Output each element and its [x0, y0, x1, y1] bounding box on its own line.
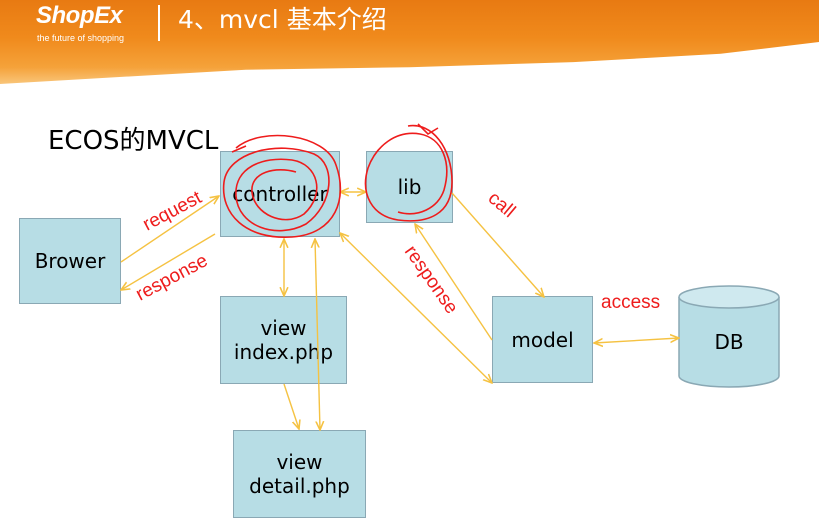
controller-tick: [231, 145, 247, 153]
diagram-heading: ECOS的MVCL: [48, 126, 219, 156]
arrow-view-index-to-view-detail: [283, 383, 299, 429]
lib-node: lib: [366, 151, 453, 223]
arrow-model-db: [594, 338, 679, 343]
arrow-controller-model: [340, 233, 492, 383]
header-divider: [158, 5, 160, 41]
arrow-controller-to-brower: [121, 233, 216, 290]
view-detail-node: view detail.php: [233, 430, 366, 518]
lib-tick: [417, 123, 439, 136]
lib-scribble: [364, 124, 453, 222]
controller-scribble: [222, 134, 342, 238]
db-node: [678, 285, 780, 388]
arrow-controller-view-detail: [315, 239, 320, 430]
shopex-logo: ShopEx: [36, 2, 123, 29]
controller-label: controller: [232, 182, 328, 206]
arrow-lib-to-model: [451, 192, 544, 297]
brower-node: Brower: [19, 218, 121, 304]
view-index-node: view index.php: [220, 296, 347, 384]
slide-title: 4、mvcl 基本介绍: [178, 5, 387, 34]
model-label: model: [511, 327, 574, 352]
label-response-left: response: [132, 250, 211, 305]
label-call: call: [484, 188, 519, 222]
db-label: DB: [714, 330, 744, 354]
logo-tagline: the future of shopping: [37, 33, 125, 43]
brower-label: Brower: [34, 249, 106, 273]
hand-annotations: [222, 123, 453, 238]
lib-label: lib: [397, 175, 422, 199]
label-access: access: [601, 292, 660, 313]
view-detail-label: view detail.php: [249, 450, 350, 498]
arrow-brower-to-controller: [120, 196, 219, 263]
